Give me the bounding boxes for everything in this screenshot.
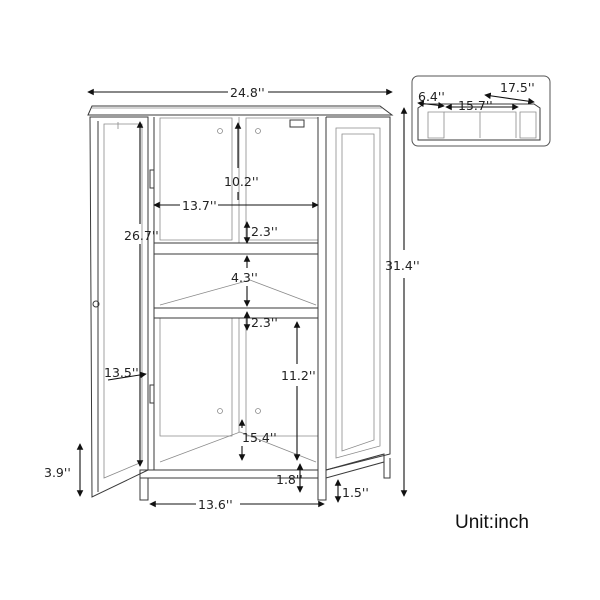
unit-label: Unit:inch: [455, 512, 529, 533]
cabinet-drawing: [87, 105, 394, 501]
upper-section-height-label: 10.2'': [224, 174, 259, 189]
door-knob: [92, 300, 100, 308]
side-panel: [325, 116, 391, 471]
plinth-height-label: 1.8'': [276, 472, 303, 487]
inner-width-label: 13.7'': [182, 198, 217, 213]
latch: [289, 119, 305, 128]
overall-height-label: 31.4'': [385, 258, 420, 273]
open-door: [89, 116, 149, 498]
foot-height-label: 1.5'': [342, 485, 369, 500]
top-front-width-label: 15.7'': [458, 98, 493, 113]
hinge-bottom: [149, 384, 155, 404]
hinge-top: [149, 169, 155, 189]
base-width-label: 13.6'': [198, 497, 233, 512]
dimension-lines: 24.8'' 31.4'' 10.2'' 13.7'' 2.3'' 26.7''…: [44, 85, 420, 512]
top-side-depth-label: 6.4'': [418, 89, 445, 104]
top-view-inset: 17.5'' 6.4'' 15.7'': [411, 75, 551, 147]
lower-depth-label: 15.4'': [242, 430, 277, 445]
door-panel: [103, 123, 143, 479]
door-height-label: 26.7'': [124, 228, 159, 243]
top-back-width-label: 17.5'': [500, 80, 535, 95]
top-slab: [87, 105, 394, 116]
upper-shelf: [153, 242, 319, 255]
lower-shelf: [154, 307, 318, 319]
door-width-label: 13.5'': [104, 365, 139, 380]
overall-width-label: 24.8'': [230, 85, 265, 100]
shelf-gap-top-label: 2.3'': [251, 224, 278, 239]
middle-section-height-label: 4.3'': [231, 270, 258, 285]
base-height-label: 3.9'': [44, 465, 71, 480]
shelf-gap-bottom-label: 2.3'': [251, 315, 278, 330]
lower-section-height-label: 11.2'': [281, 368, 316, 383]
